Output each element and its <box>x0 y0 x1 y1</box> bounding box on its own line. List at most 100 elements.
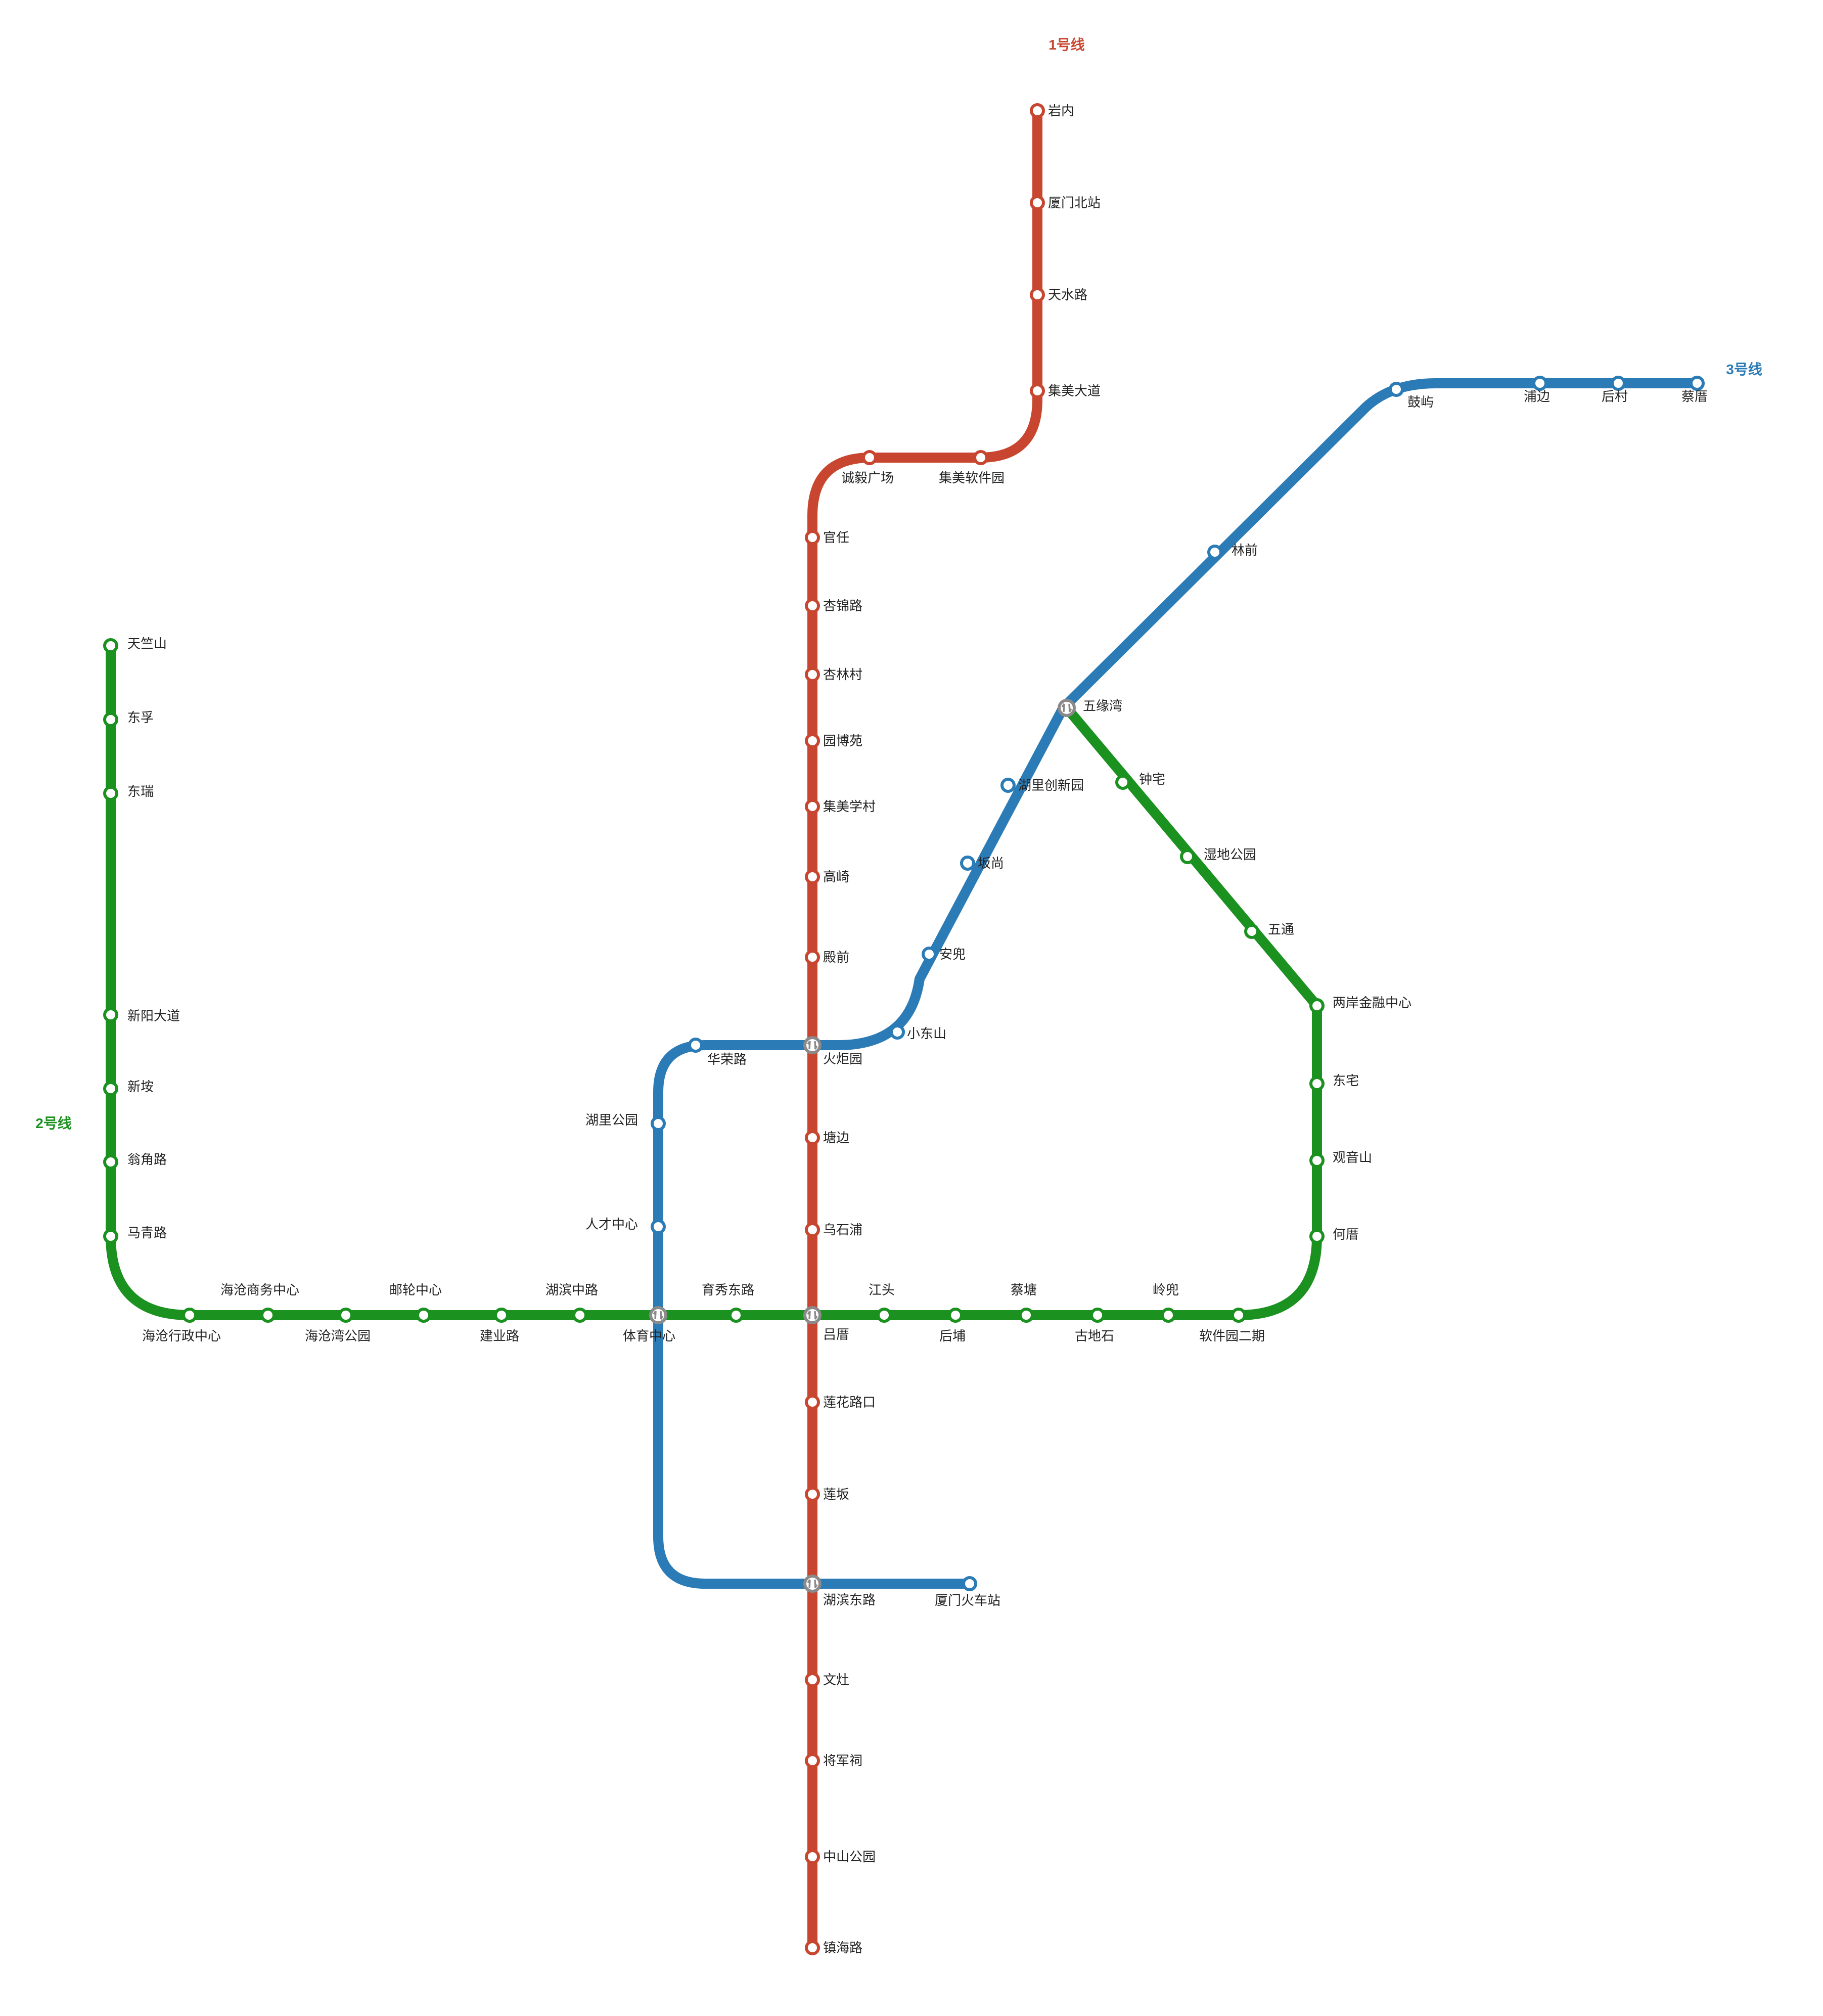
station-jimei-software-park[interactable] <box>973 450 988 465</box>
station-label-dianqian: 殿前 <box>823 950 849 965</box>
station-zhenhai-rd[interactable] <box>805 1940 820 1955</box>
station-wushipu[interactable] <box>805 1222 820 1237</box>
station-dianqian[interactable] <box>805 950 820 965</box>
station-hubin-middle-rd[interactable] <box>572 1308 587 1323</box>
station-label-wenzao: 文灶 <box>823 1673 849 1688</box>
station-label-guanren: 官任 <box>823 530 849 546</box>
station-label-sports-center: 体育中心 <box>623 1329 675 1344</box>
station-dongrui[interactable] <box>103 786 118 801</box>
station-wengjiao-rd[interactable] <box>103 1154 118 1170</box>
station-hecuo[interactable] <box>1309 1229 1325 1244</box>
transfer-icon <box>807 1041 818 1050</box>
station-haicang-bay-park[interactable] <box>338 1308 353 1323</box>
station-banshang[interactable] <box>960 856 975 871</box>
station-label-dongrui: 东瑞 <box>127 784 154 799</box>
station-caicuo[interactable] <box>1690 376 1705 391</box>
station-tangbian[interactable] <box>805 1130 820 1145</box>
station-lianhua-crossing[interactable] <box>805 1395 820 1410</box>
station-jiangtou[interactable] <box>877 1308 892 1323</box>
station-label-wushipu: 乌石浦 <box>823 1223 862 1238</box>
station-label-xiamen-railway-station: 厦门火车站 <box>935 1593 1000 1608</box>
line-2-stations: 天竺山 东孚 东瑞 新阳大道 新垵 翁角路 马青路 海沧行政中心 海沧商务中心 … <box>103 637 1411 1344</box>
station-wutong[interactable] <box>1244 924 1259 939</box>
line-1-label: 1号线 <box>1049 37 1085 53</box>
station-houpu[interactable] <box>948 1308 963 1323</box>
station-label-jimei-ave: 集美大道 <box>1048 384 1101 399</box>
station-haicang-business-center[interactable] <box>260 1308 276 1323</box>
station-tianshui-rd[interactable] <box>1030 287 1045 302</box>
station-huli-innovation-park[interactable] <box>1000 778 1016 793</box>
station-tianzhushan[interactable] <box>103 638 118 653</box>
station-wenzao[interactable] <box>805 1672 820 1687</box>
station-gaoqi[interactable] <box>805 869 820 884</box>
station-lianban[interactable] <box>805 1487 820 1502</box>
line-2-route <box>106 641 1322 1320</box>
station-guyu[interactable] <box>1389 382 1404 397</box>
station-dongzhai[interactable] <box>1309 1076 1325 1091</box>
station-yuxiu-east-rd[interactable] <box>728 1308 744 1323</box>
station-label-xiaodongshan: 小东山 <box>907 1026 946 1042</box>
station-guanyinshan[interactable] <box>1309 1153 1325 1168</box>
station-jianye-rd[interactable] <box>494 1308 509 1323</box>
station-andou[interactable] <box>922 947 937 962</box>
transfer-icon <box>807 1311 818 1320</box>
station-label-dongzhai: 东宅 <box>1333 1073 1359 1089</box>
station-guanren[interactable] <box>805 530 820 545</box>
interchange-hubin-east-rd[interactable] <box>803 1575 822 1593</box>
station-label-wengjiao-rd: 翁角路 <box>127 1152 167 1168</box>
station-xinyang-ave[interactable] <box>103 1007 118 1022</box>
station-xinan[interactable] <box>103 1081 118 1096</box>
station-label-huli-park: 湖里公园 <box>585 1113 638 1128</box>
station-label-lianhua-crossing: 莲花路口 <box>823 1395 876 1410</box>
station-jimei-school-village[interactable] <box>805 799 820 814</box>
interchange-wuyuanwan[interactable] <box>1058 699 1076 717</box>
station-jimei-ave[interactable] <box>1030 383 1045 398</box>
station-xiamen-railway-station[interactable] <box>962 1576 977 1591</box>
interchange-sports-center[interactable] <box>649 1306 667 1324</box>
station-lingdou[interactable] <box>1161 1308 1176 1323</box>
interchange-huojuyuan[interactable] <box>803 1036 822 1054</box>
station-houcun[interactable] <box>1611 376 1626 391</box>
station-label-hubin-east-rd: 湖滨东路 <box>823 1593 876 1608</box>
station-label-linqian: 林前 <box>1232 543 1258 558</box>
station-xiaodongshan[interactable] <box>890 1024 905 1040</box>
station-huli-park[interactable] <box>651 1116 666 1131</box>
station-label-wutong: 五通 <box>1268 922 1294 937</box>
station-caitang[interactable] <box>1019 1308 1034 1323</box>
station-label-andou: 安兜 <box>939 947 966 962</box>
station-label-tianzhushan: 天竺山 <box>127 637 167 652</box>
station-jiangjunci[interactable] <box>805 1753 820 1768</box>
station-label-gudishi: 古地石 <box>1075 1329 1114 1344</box>
station-maqing-rd[interactable] <box>103 1229 118 1244</box>
station-label-software-park-2: 软件园二期 <box>1199 1329 1265 1344</box>
station-wetland-park[interactable] <box>1180 849 1195 864</box>
station-hualong-rd[interactable] <box>688 1038 703 1053</box>
station-xinjin-rd[interactable] <box>805 598 820 613</box>
station-label-jimei-software-park: 集美软件园 <box>939 471 1005 486</box>
station-haicang-admin-center[interactable] <box>182 1308 197 1323</box>
station-yannei[interactable] <box>1030 103 1045 118</box>
station-label-xiamen-north: 厦门北站 <box>1048 196 1101 211</box>
station-dongfu[interactable] <box>103 712 118 727</box>
station-zhongzhai[interactable] <box>1115 775 1130 790</box>
station-pubian[interactable] <box>1532 376 1547 391</box>
station-zhongshan-park[interactable] <box>805 1849 820 1864</box>
station-xinlin-village[interactable] <box>805 667 820 682</box>
station-software-park-2[interactable] <box>1231 1308 1246 1323</box>
station-yuanbo-garden[interactable] <box>805 733 820 748</box>
station-label-xinan: 新垵 <box>127 1080 154 1095</box>
station-label-banshang: 坂尚 <box>978 856 1004 871</box>
station-gudishi[interactable] <box>1090 1308 1105 1323</box>
station-linqian[interactable] <box>1207 545 1222 560</box>
interchange-lucuo[interactable] <box>803 1306 822 1324</box>
station-cross-strait-finance[interactable] <box>1309 998 1325 1013</box>
station-talent-center[interactable] <box>651 1219 666 1234</box>
station-label-maqing-rd: 马青路 <box>127 1226 167 1241</box>
station-chengyi-square[interactable] <box>862 450 877 465</box>
station-xiamen-north[interactable] <box>1030 195 1045 210</box>
station-label-hecuo: 何厝 <box>1333 1227 1359 1242</box>
station-label-zhenhai-rd: 镇海路 <box>823 1941 862 1956</box>
station-youlun-center[interactable] <box>416 1308 431 1323</box>
line-3-stations: 厦门火车站 人才中心 湖里公园 华荣路 小东山 安兜 坂尚 湖里创新园 林前 鼓… <box>585 376 1708 1608</box>
